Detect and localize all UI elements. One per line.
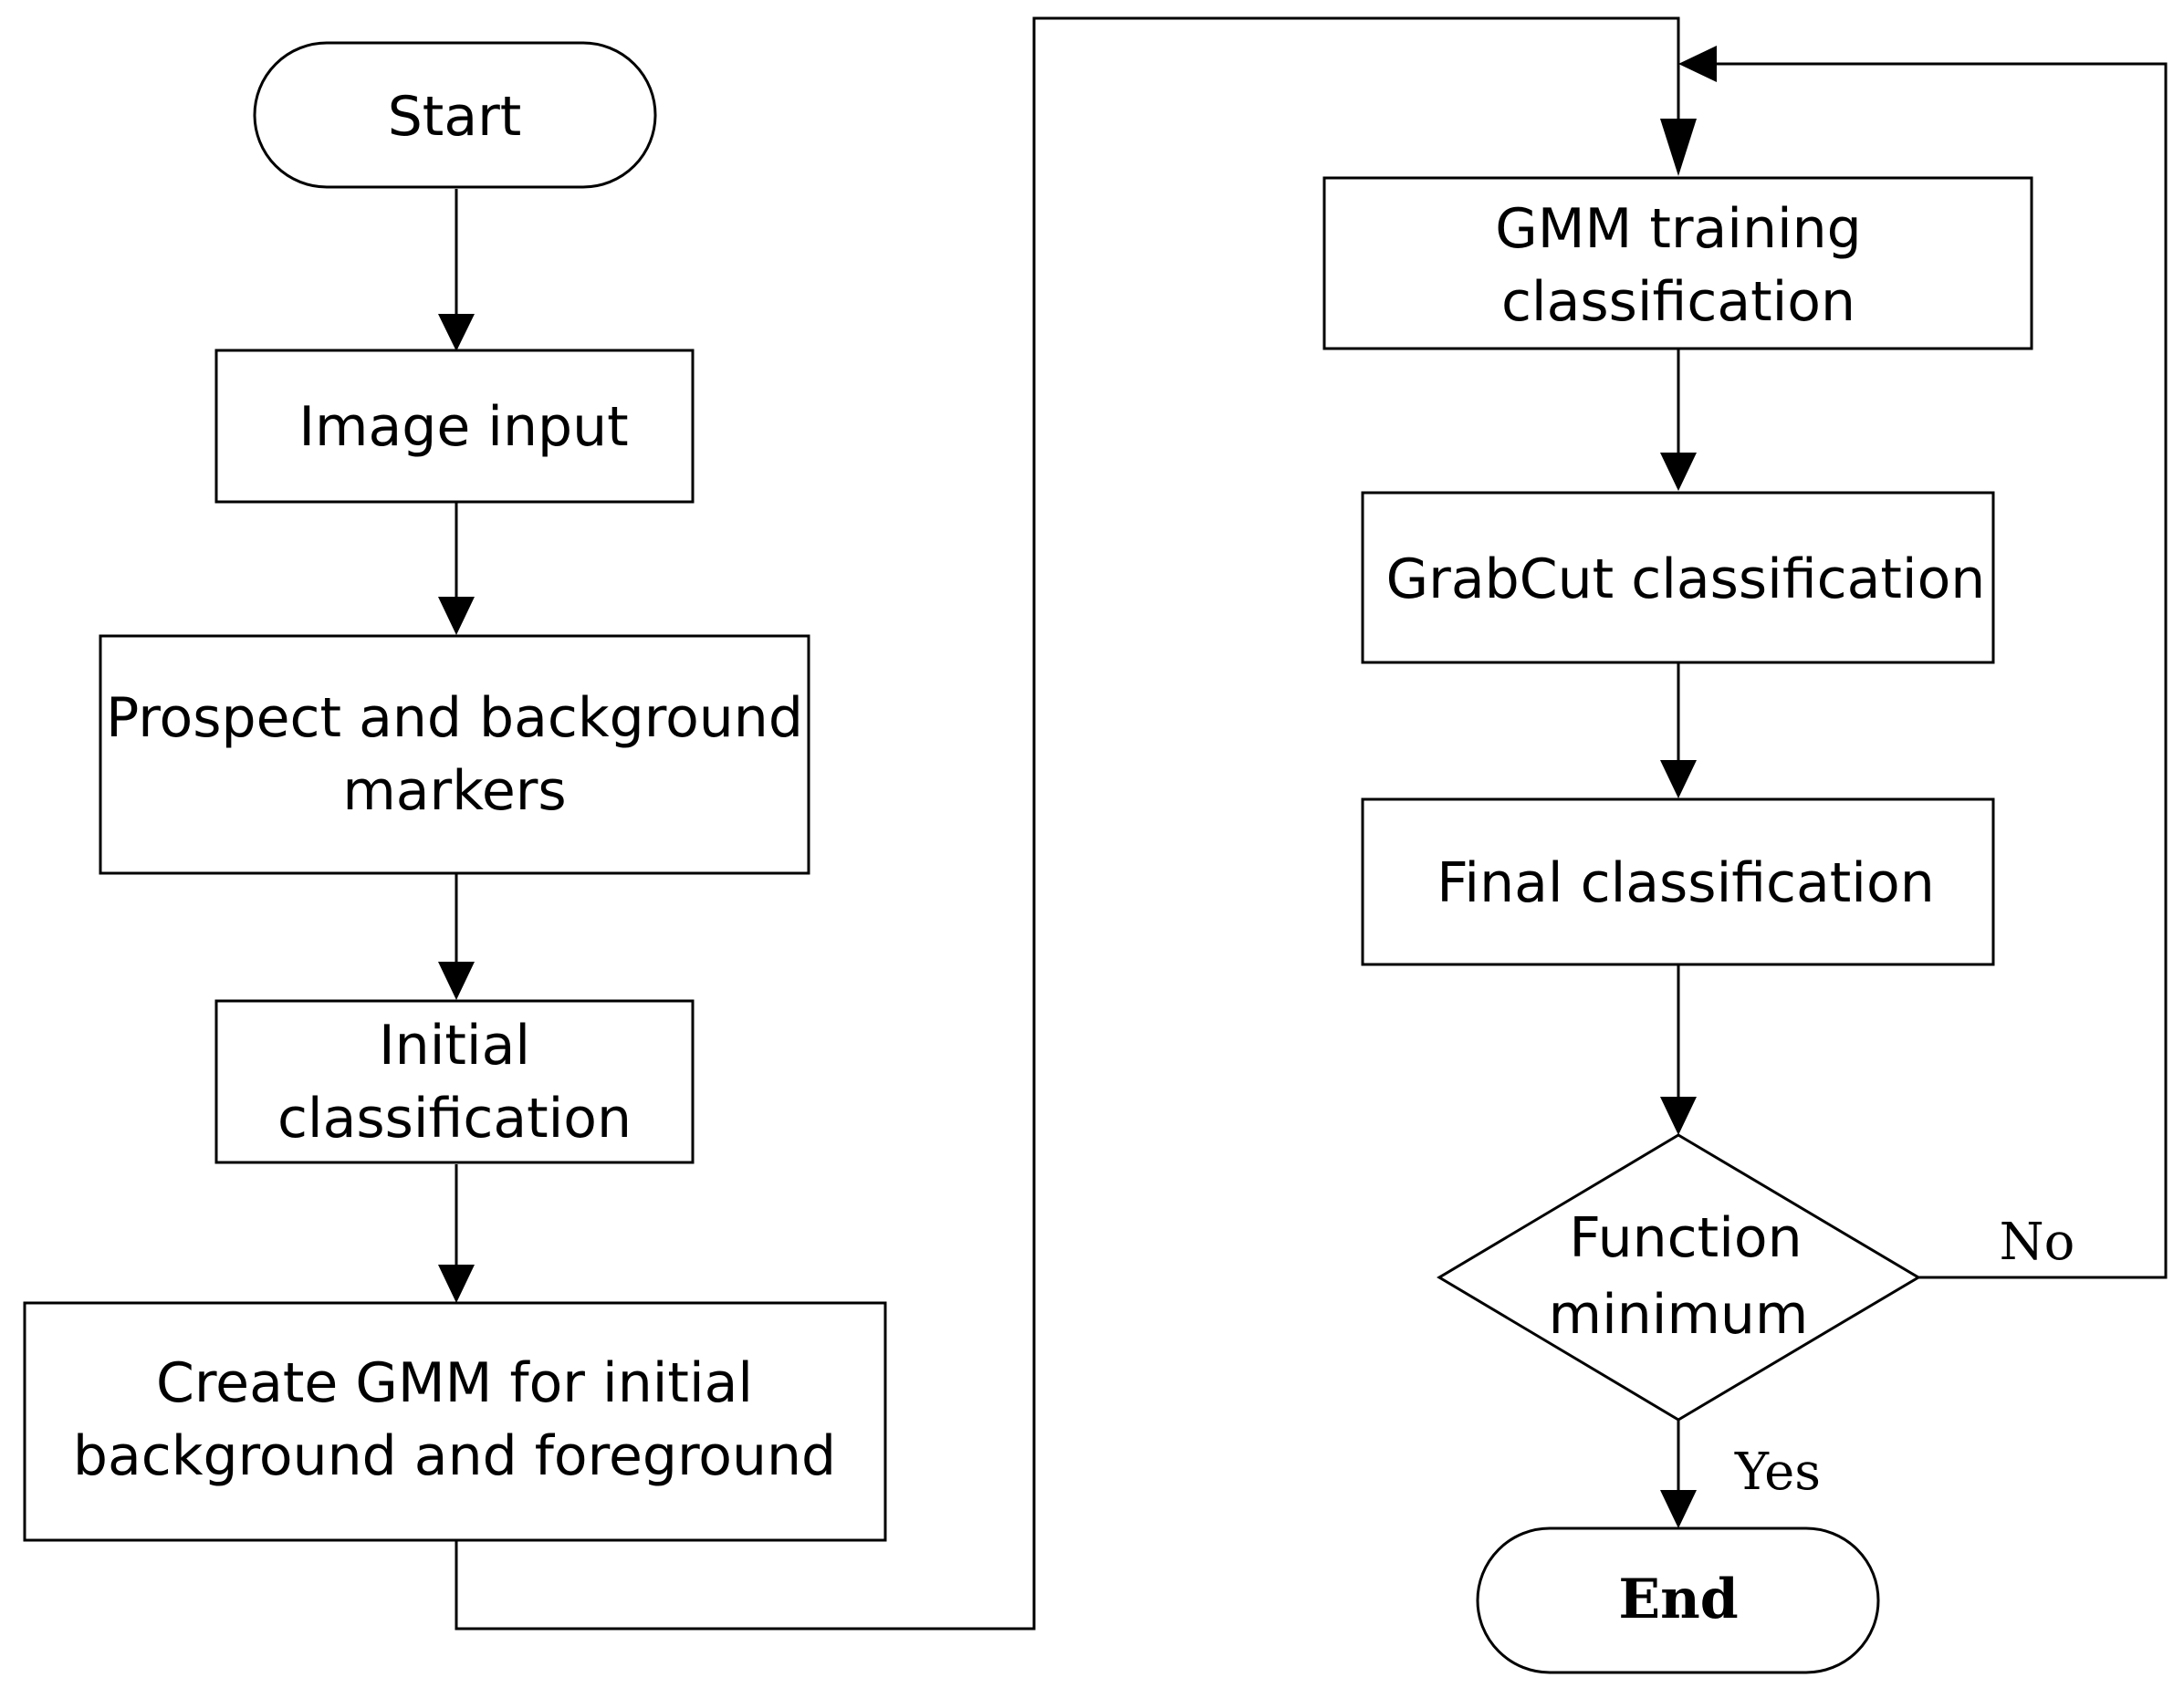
arrowhead (1660, 1097, 1697, 1135)
decision-diamond (1437, 1133, 1921, 1422)
arrowhead (438, 597, 475, 635)
initial-label-line-1: Initial (379, 1014, 530, 1078)
arrowhead (1660, 453, 1697, 491)
markers-label-line-1: Prospect and background (106, 686, 803, 750)
grabcut-box (1361, 491, 1995, 664)
start-terminal (253, 41, 657, 189)
final-label: Final classification (1437, 851, 1934, 915)
connector-create-gmm-to-gmm-training (455, 16, 1680, 1631)
start-label: Start (388, 85, 522, 149)
final-classification-box (1361, 797, 1995, 966)
connector-decision-no-loop (1716, 62, 2168, 1279)
image-input-label: Image input (298, 395, 628, 459)
arrowhead (438, 962, 475, 1000)
arrowhead (1660, 1490, 1697, 1528)
decision-label-line-2: minimum (1549, 1283, 1809, 1347)
gmm-training-label-line-1: GMM training (1495, 197, 1862, 261)
markers-label-line-2: markers (342, 759, 566, 823)
end-label: End (1618, 1568, 1738, 1631)
image-input-box (214, 349, 695, 504)
yes-edge-label: Yes (1734, 1443, 1821, 1502)
create-gmm-label-line-2: background and foreground (73, 1424, 836, 1488)
arrowhead (438, 1265, 475, 1303)
arrowhead (1660, 119, 1697, 176)
grabcut-label: GrabCut classification (1386, 547, 1986, 611)
create-gmm-box (23, 1301, 887, 1542)
no-edge-label: No (2000, 1213, 2075, 1272)
markers-box (99, 634, 810, 875)
end-terminal (1476, 1526, 1880, 1674)
create-gmm-label-line-1: Create GMM for initial (156, 1351, 753, 1415)
initial-label-line-2: classification (277, 1087, 632, 1151)
gmm-training-label-line-2: classification (1501, 270, 1855, 334)
gmm-training-box (1322, 176, 2033, 350)
initial-classification-box (214, 999, 695, 1164)
arrowhead (1678, 46, 1717, 82)
decision-label-line-1: Function (1569, 1206, 1802, 1270)
arrowhead (1660, 760, 1697, 798)
arrowhead (438, 314, 475, 351)
